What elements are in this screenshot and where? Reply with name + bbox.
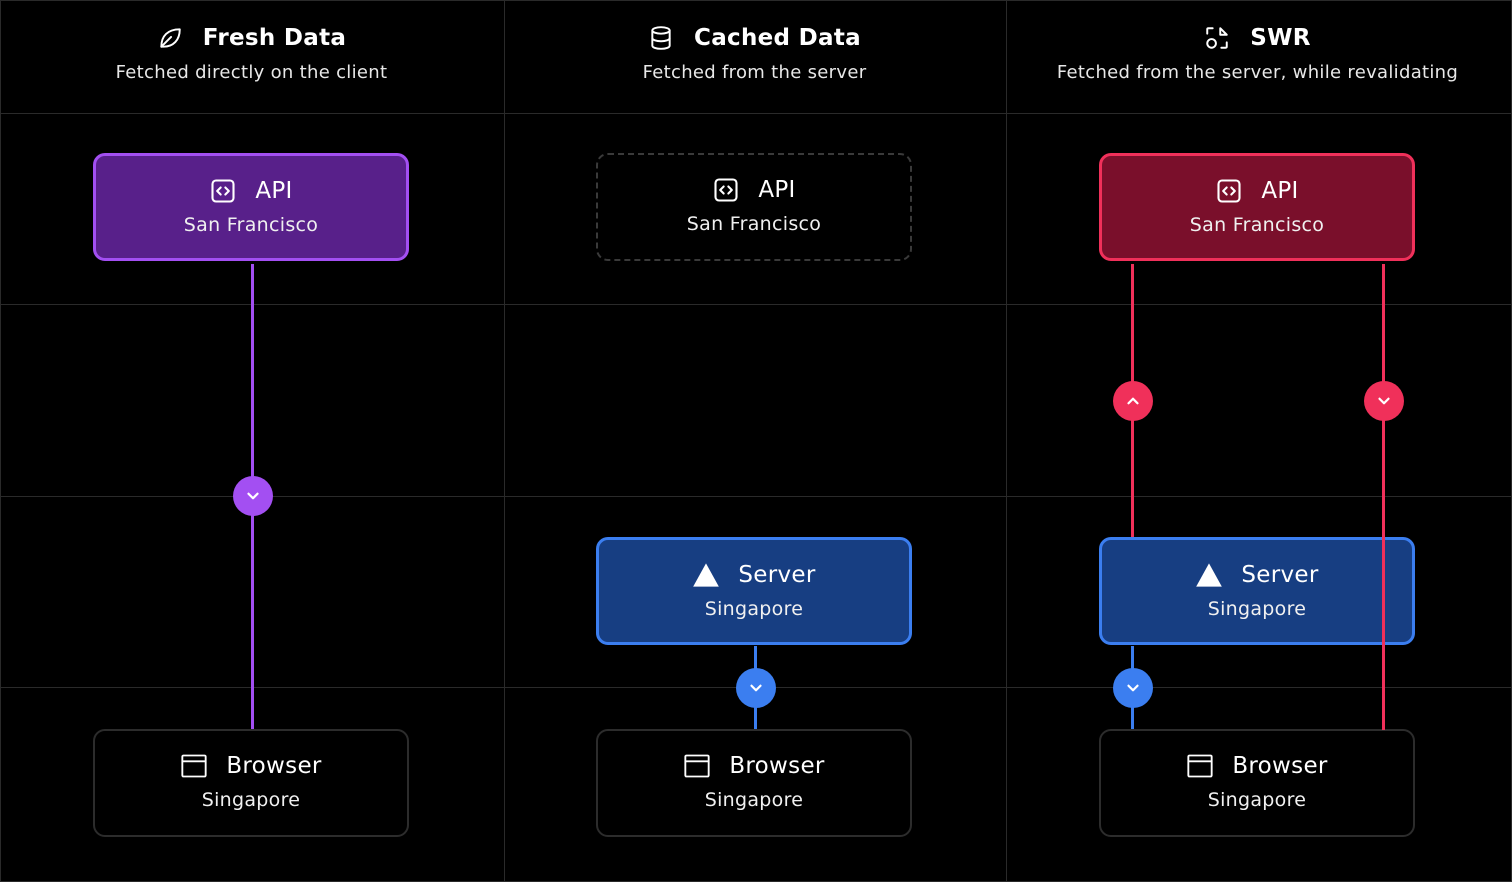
node-title: API	[1261, 178, 1299, 204]
column-header: SWR Fetched from the server, while reval…	[1006, 20, 1509, 83]
column-subtitle: Fetched directly on the client	[115, 62, 388, 83]
browser-node: Browser Singapore	[596, 729, 912, 837]
node-location: Singapore	[704, 598, 804, 620]
grid-divider-horizontal	[0, 113, 1512, 114]
server-node: Server Singapore	[596, 537, 912, 645]
node-location: San Francisco	[183, 214, 319, 236]
triangle-icon	[1196, 563, 1223, 587]
grid-divider-horizontal	[0, 304, 1512, 305]
node-title: Server	[1241, 562, 1319, 588]
node-location: San Francisco	[686, 213, 822, 235]
node-title: API	[758, 177, 796, 203]
direction-down-badge	[1364, 381, 1404, 421]
column-swr: SWR Fetched from the server, while reval…	[1006, 0, 1509, 882]
browser-node: Browser Singapore	[93, 729, 409, 837]
column-subtitle: Fetched from the server	[642, 62, 867, 83]
swr-shapes-icon	[1206, 27, 1228, 49]
direction-down-badge	[233, 476, 273, 516]
node-location: Singapore	[704, 789, 804, 811]
chevron-down-icon	[1127, 684, 1139, 692]
server-node: Server Singapore	[1099, 537, 1415, 645]
column-subtitle: Fetched from the server, while revalidat…	[1056, 62, 1459, 83]
node-location: Singapore	[201, 789, 301, 811]
node-location: Singapore	[1207, 598, 1307, 620]
column-title: Cached Data	[694, 25, 861, 51]
code-icon	[1217, 179, 1241, 203]
leaf-icon	[160, 28, 181, 48]
column-cached-data: Cached Data Fetched from the server API …	[503, 0, 1006, 882]
code-icon	[211, 179, 235, 203]
api-node: API San Francisco	[1099, 153, 1415, 261]
grid-divider-vertical	[504, 0, 505, 882]
column-fresh-data: Fresh Data Fetched directly on the clien…	[0, 0, 503, 882]
chevron-down-icon	[247, 492, 259, 500]
chevron-up-icon	[1127, 397, 1139, 405]
column-header: Fresh Data Fetched directly on the clien…	[0, 20, 503, 83]
browser-node: Browser Singapore	[1099, 729, 1415, 837]
node-location: San Francisco	[1189, 214, 1325, 236]
database-icon	[651, 26, 671, 50]
column-title: SWR	[1250, 25, 1311, 51]
browser-window-icon	[1187, 754, 1213, 778]
triangle-icon	[693, 563, 720, 587]
browser-window-icon	[684, 754, 710, 778]
node-location: Singapore	[1207, 789, 1307, 811]
grid-divider-horizontal	[0, 496, 1512, 497]
chevron-down-icon	[750, 684, 762, 692]
api-node: API San Francisco	[93, 153, 409, 261]
grid-divider-vertical	[1006, 0, 1007, 882]
browser-window-icon	[181, 754, 207, 778]
direction-down-badge	[1113, 668, 1153, 708]
chevron-down-icon	[1378, 397, 1390, 405]
direction-up-badge	[1113, 381, 1153, 421]
api-node-inactive: API San Francisco	[596, 153, 912, 261]
direction-down-badge	[736, 668, 776, 708]
node-title: Server	[738, 562, 816, 588]
node-title: Browser	[729, 753, 825, 779]
column-header: Cached Data Fetched from the server	[503, 20, 1006, 83]
column-title: Fresh Data	[202, 25, 347, 51]
node-title: API	[255, 178, 293, 204]
revalidate-response-line	[1382, 264, 1385, 730]
node-title: Browser	[1232, 753, 1328, 779]
code-icon	[714, 178, 738, 202]
node-title: Browser	[226, 753, 322, 779]
